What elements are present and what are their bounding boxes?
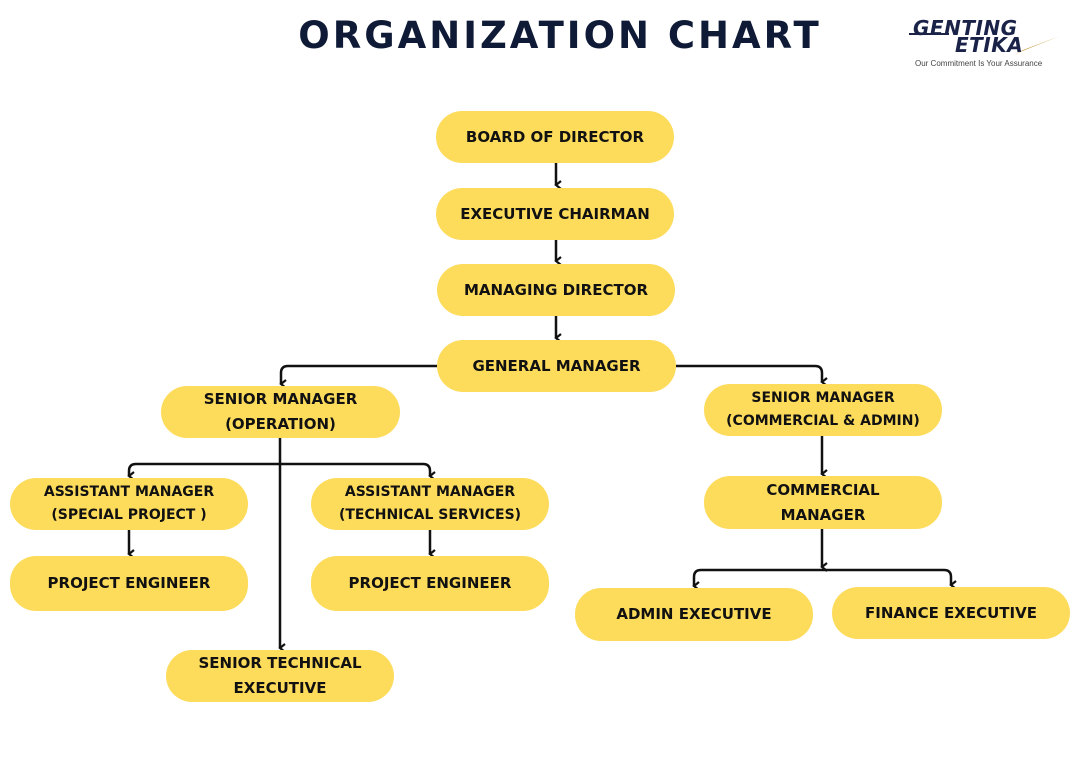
company-logo: GENTING ETIKA Our Commitment Is Your Ass… (905, 14, 1070, 74)
node-executive-chairman: EXECUTIVE CHAIRMAN (436, 188, 674, 240)
node-label-line1: ASSISTANT MANAGER (43, 484, 215, 500)
node-label-line1: COMMERCIAL (766, 480, 880, 499)
node-label-line1: SENIOR MANAGER (203, 390, 358, 408)
node-label-line1: SENIOR TECHNICAL (198, 654, 362, 672)
node-senior-manager-operation: SENIOR MANAGER (OPERATION) (161, 386, 400, 438)
node-label: FINANCE EXECUTIVE (865, 603, 1037, 622)
node-board-of-director: BOARD OF DIRECTOR (436, 111, 674, 163)
page-title: ORGANIZATION CHART (298, 14, 822, 57)
logo-tagline: Our Commitment Is Your Assurance (915, 59, 1043, 68)
node-label-line1: ASSISTANT MANAGER (344, 484, 516, 500)
logo-text-genting: GENTING (913, 16, 1018, 40)
node-label-line2: (TECHNICAL SERVICES) (338, 507, 522, 523)
node-label: MANAGING DIRECTOR (463, 280, 649, 299)
node-label-line2: (COMMERCIAL & ADMIN) (726, 413, 920, 429)
node-general-manager: GENERAL MANAGER (437, 340, 676, 392)
logo-text-etika: ETIKA (955, 33, 1024, 57)
node-label-line2: MANAGER (780, 505, 866, 524)
node-finance-executive: FINANCE EXECUTIVE (832, 587, 1070, 639)
node-label-line2: EXECUTIVE (233, 679, 327, 697)
node-label: PROJECT ENGINEER (47, 574, 211, 592)
node-assistant-manager-technical-services: ASSISTANT MANAGER (TECHNICAL SERVICES) (311, 478, 549, 530)
node-label: BOARD OF DIRECTOR (465, 127, 645, 146)
node-project-engineer-right: PROJECT ENGINEER (311, 556, 549, 611)
node-senior-technical-executive: SENIOR TECHNICAL EXECUTIVE (166, 650, 394, 702)
node-project-engineer-left: PROJECT ENGINEER (10, 556, 248, 611)
node-label-line1: SENIOR MANAGER (751, 390, 895, 406)
node-admin-executive: ADMIN EXECUTIVE (575, 588, 813, 641)
node-label: GENERAL MANAGER (472, 356, 641, 375)
node-label: PROJECT ENGINEER (348, 574, 512, 592)
node-commercial-manager: COMMERCIAL MANAGER (704, 476, 942, 529)
node-label-line2: (OPERATION) (225, 415, 336, 433)
node-assistant-manager-special-project: ASSISTANT MANAGER (SPECIAL PROJECT ) (10, 478, 248, 530)
node-label-line2: (SPECIAL PROJECT ) (51, 507, 207, 523)
node-label: ADMIN EXECUTIVE (616, 605, 772, 623)
node-senior-manager-commercial-admin: SENIOR MANAGER (COMMERCIAL & ADMIN) (704, 384, 942, 436)
node-label: EXECUTIVE CHAIRMAN (460, 204, 650, 223)
node-managing-director: MANAGING DIRECTOR (437, 264, 675, 316)
logo-swoosh-icon (909, 33, 1060, 54)
